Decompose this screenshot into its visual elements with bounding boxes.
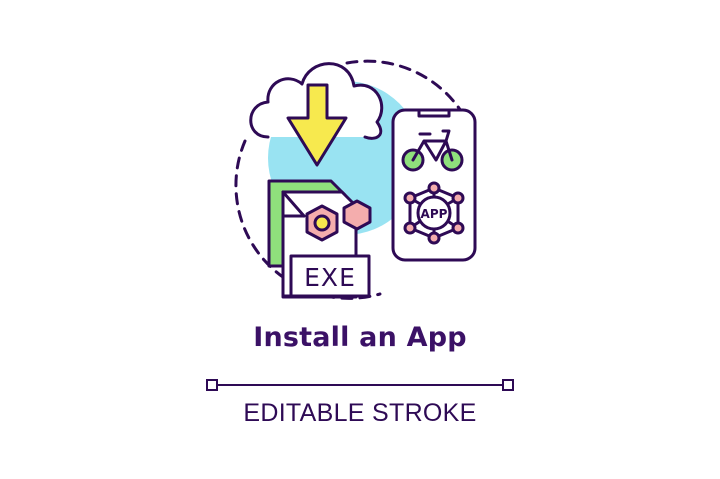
hexagon-icon	[342, 199, 372, 231]
dashed-orbit	[345, 59, 477, 142]
divider-handle-left	[206, 379, 218, 391]
file-label: EXE	[304, 263, 356, 292]
gear-icon	[305, 204, 339, 242]
caption-text: EDITABLE STROKE	[243, 399, 477, 427]
download-arrow-icon	[286, 83, 348, 167]
page-title: Install an App	[253, 322, 467, 353]
bicycle-icon	[401, 129, 464, 172]
phone-app-label: APP	[421, 207, 448, 221]
divider-handle-right	[502, 379, 514, 391]
network-hub-icon	[403, 181, 465, 245]
